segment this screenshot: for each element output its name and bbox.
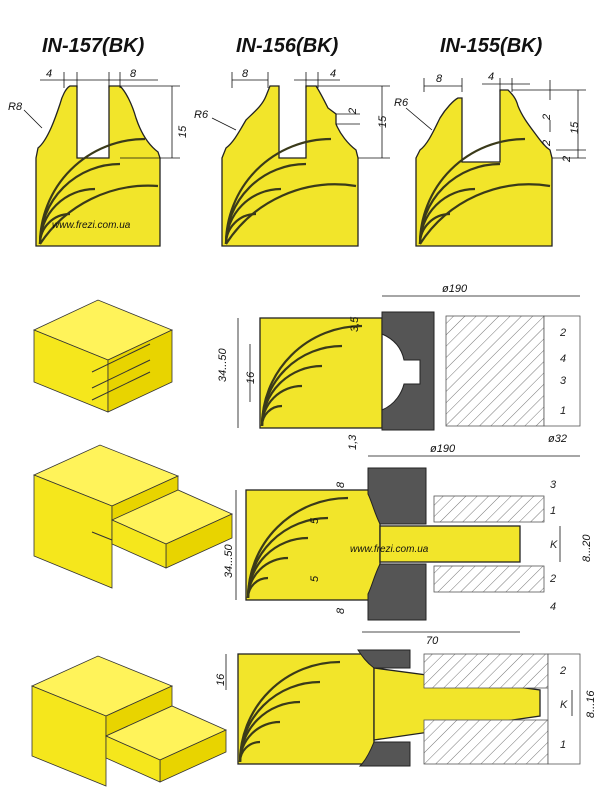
dim-4: 4 bbox=[330, 68, 336, 80]
dim-15: 15 bbox=[177, 125, 189, 138]
dim-8a: 8 bbox=[335, 481, 347, 488]
part-number: 2 bbox=[559, 327, 566, 339]
profile-in155: IN-155(BK) 8 4 2 2 15 2 R6 bbox=[394, 35, 586, 247]
part-number: 2 bbox=[549, 573, 556, 585]
part-number: 1 bbox=[550, 505, 556, 517]
profile-in157: IN-157(BK) 4 8 15 R8 www.frezi.com.ua bbox=[8, 35, 189, 247]
part-number: 1 bbox=[560, 739, 566, 751]
dim-diameter: ø190 bbox=[430, 443, 456, 455]
dim-1-3: 1,3 bbox=[347, 434, 359, 450]
dim-spacer: 8...16 bbox=[585, 690, 597, 718]
part-number: 4 bbox=[550, 601, 556, 613]
dim-spacer: 8...20 bbox=[581, 534, 593, 562]
dim-4: 4 bbox=[46, 68, 52, 80]
dim-diameter: ø190 bbox=[442, 283, 468, 295]
iso-part-2 bbox=[32, 444, 233, 589]
dim-bore: ø32 bbox=[548, 433, 567, 445]
dim-15: 15 bbox=[377, 115, 389, 128]
radius-label: R8 bbox=[8, 101, 23, 113]
dim-16: 16 bbox=[215, 673, 227, 686]
iso-part-3 bbox=[30, 655, 227, 787]
part-number: K bbox=[560, 699, 568, 711]
profile-title: IN-156(BK) bbox=[236, 35, 339, 57]
drawing-3: 16 8...16 2 K 1 bbox=[215, 649, 597, 767]
part-number: 3 bbox=[560, 375, 567, 387]
dim-2a: 2 bbox=[541, 114, 553, 121]
dim-15: 15 bbox=[569, 121, 581, 134]
radius-label: R6 bbox=[394, 97, 409, 109]
dim-thickness: 34...50 bbox=[223, 543, 235, 578]
dim-2: 2 bbox=[347, 108, 359, 115]
iso-part-1 bbox=[33, 299, 173, 413]
drawing-1: ø190 34...50 16 3,5 1,3 ø32 2 4 3 1 bbox=[217, 283, 581, 450]
profile-title: IN-157(BK) bbox=[42, 35, 145, 57]
dim-2c: 2 bbox=[561, 156, 573, 163]
part-number: K bbox=[550, 539, 558, 551]
dim-8: 8 bbox=[130, 68, 137, 80]
radius-label: R6 bbox=[194, 109, 209, 121]
dim-2b: 2 bbox=[541, 140, 553, 147]
profile-in156: IN-156(BK) 8 4 2 15 R6 bbox=[194, 35, 390, 247]
drawing-2: ø190 34...50 8 5 5 8 70 8...20 www.frezi… bbox=[223, 443, 593, 647]
dim-8: 8 bbox=[436, 73, 443, 85]
part-number: 1 bbox=[560, 405, 566, 417]
dim-16: 16 bbox=[245, 371, 257, 384]
dim-8: 8 bbox=[242, 68, 249, 80]
dim-5b: 5 bbox=[309, 575, 321, 582]
dim-4: 4 bbox=[488, 71, 494, 83]
watermark: www.frezi.com.ua bbox=[350, 544, 429, 555]
part-number: 3 bbox=[550, 479, 557, 491]
part-number: 2 bbox=[559, 665, 566, 677]
dim-8b: 8 bbox=[335, 607, 347, 614]
watermark: www.frezi.com.ua bbox=[52, 220, 131, 231]
profile-title: IN-155(BK) bbox=[440, 35, 543, 57]
dim-3-5: 3,5 bbox=[349, 316, 361, 332]
dim-thickness: 34...50 bbox=[217, 347, 229, 382]
dim-5a: 5 bbox=[309, 517, 321, 524]
dim-width: 70 bbox=[426, 635, 439, 647]
part-number: 4 bbox=[560, 353, 566, 365]
